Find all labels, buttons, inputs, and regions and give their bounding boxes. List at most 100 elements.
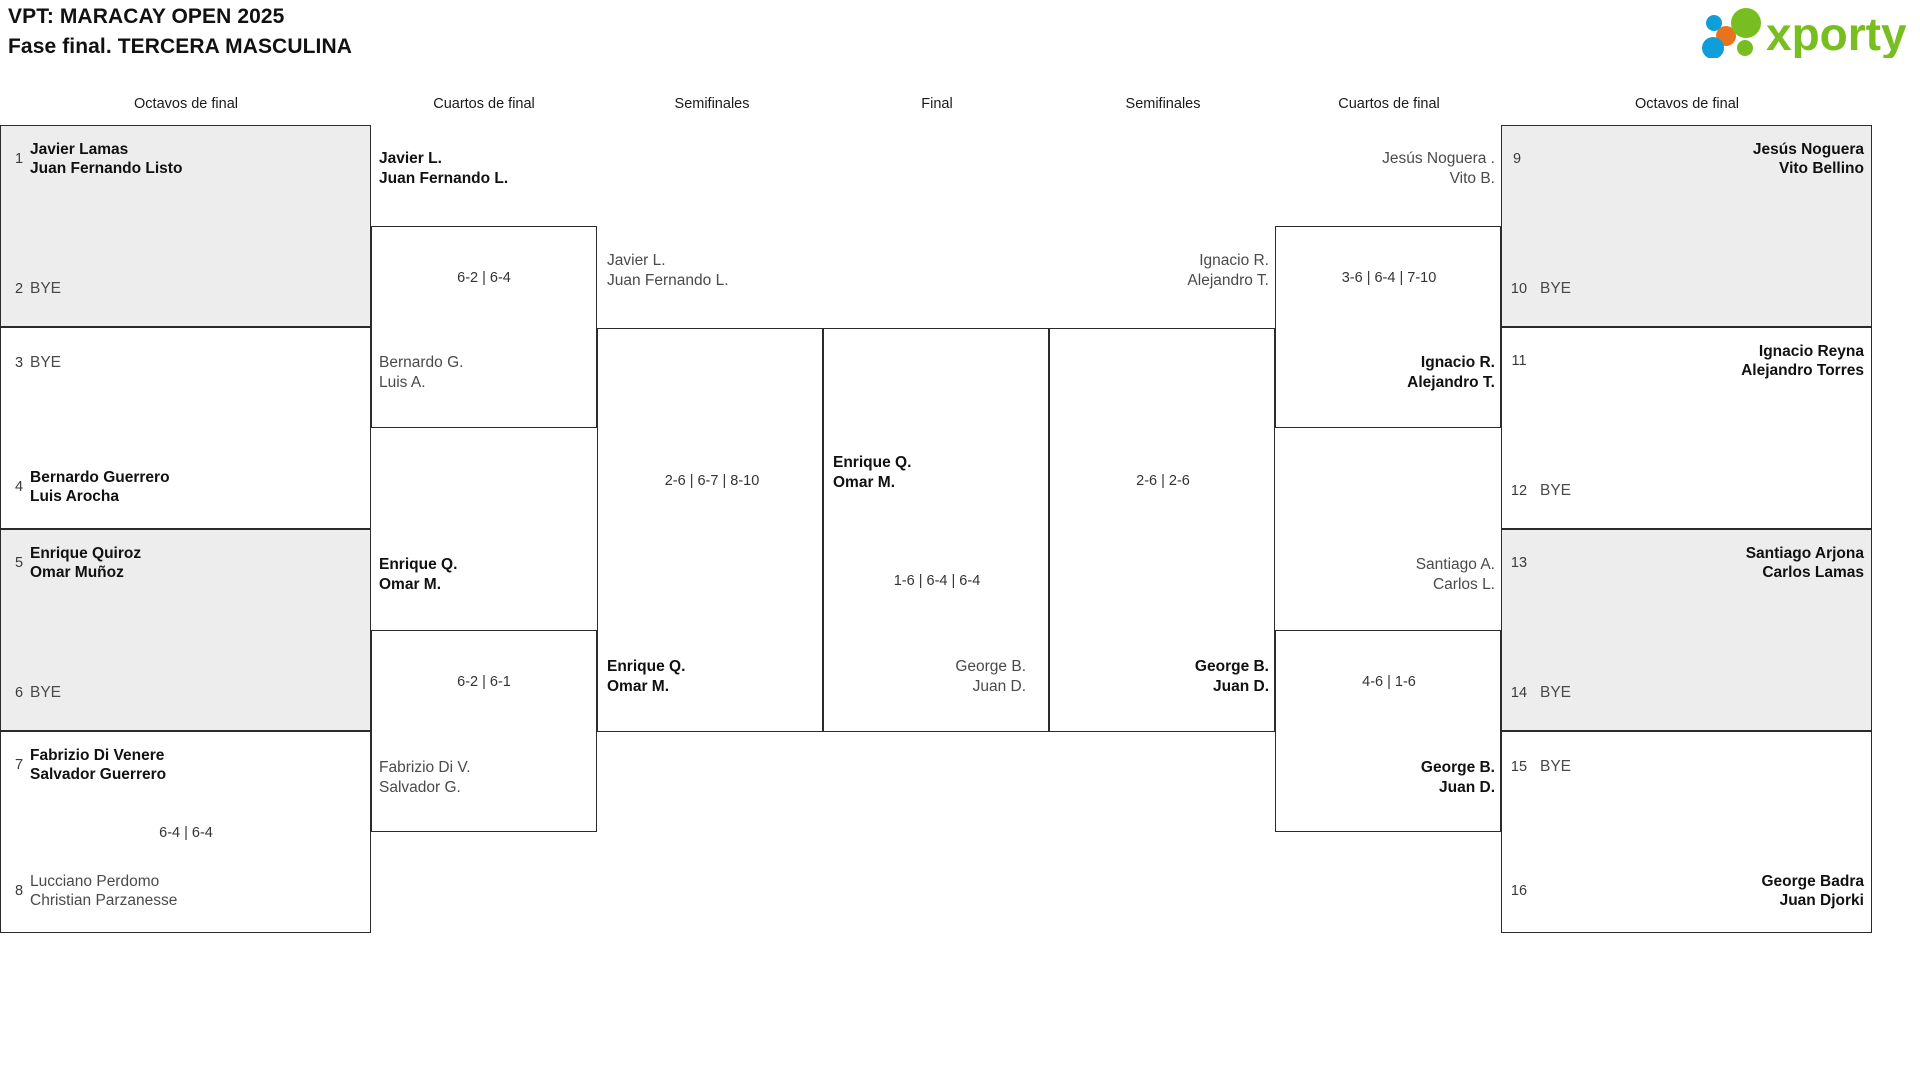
team-names: Santiago Arjona Carlos Lamas	[1745, 544, 1864, 582]
match-score: 6-4 | 6-4	[159, 825, 213, 841]
table-row[interactable]: 1 Javier Lamas Juan Fernando Listo 2 BYE	[0, 125, 371, 327]
tournament-title: VPT: MARACAY OPEN 2025	[8, 5, 285, 28]
table-row[interactable]: Santiago Arjona Carlos Lamas 13 BYE 14	[1501, 529, 1872, 731]
team-names: Bernardo Guerrero Luis Arocha	[30, 468, 170, 506]
semifinal-loser-left: Javier L. Juan Fernando L.	[607, 252, 729, 289]
match-box[interactable]	[371, 226, 597, 428]
seed-number: 5	[14, 554, 24, 571]
team-names: Javier Lamas Juan Fernando Listo	[30, 140, 183, 178]
match-score: 6-2 | 6-4	[457, 270, 511, 286]
match-box[interactable]	[1275, 630, 1501, 832]
list-item[interactable]: BYE 10	[1502, 274, 1871, 304]
seed-number: 15	[1510, 758, 1528, 775]
list-item[interactable]: 8 Lucciano Perdomo Christian Parzanesse	[1, 870, 370, 912]
team-names: Lucciano Perdomo Christian Parzanesse	[30, 872, 178, 910]
team-names: Ignacio Reyna Alejandro Torres	[1741, 342, 1864, 380]
seed-number: 14	[1510, 684, 1528, 701]
semifinal-winner-left: Enrique Q. Omar M.	[607, 658, 686, 695]
quarter-winner-right-1: Ignacio R. Alejandro T.	[1407, 354, 1495, 391]
seed-number: 9	[1512, 150, 1522, 167]
final-winner: Enrique Q. Omar M.	[833, 454, 912, 491]
seed-number: 2	[14, 280, 24, 297]
quarter-winner-left-2: Enrique Q. Omar M.	[379, 556, 458, 593]
match-score: 2-6 | 2-6	[1136, 473, 1190, 489]
match-box[interactable]	[597, 328, 823, 732]
table-row[interactable]: Ignacio Reyna Alejandro Torres 11 BYE 12	[1501, 327, 1872, 529]
seed-number: 13	[1510, 554, 1528, 571]
list-item[interactable]: George Badra Juan Djorki 16	[1502, 870, 1871, 912]
logo-dot-green-large	[1731, 8, 1761, 38]
final-runner-up: George B. Juan D.	[955, 658, 1026, 695]
list-item[interactable]: Jesús Noguera Vito Bellino 9	[1502, 138, 1871, 180]
column-header-semifinales-right: Semifinales	[1125, 96, 1201, 112]
column-header-semifinales-left: Semifinales	[674, 96, 750, 112]
bye-label: BYE	[30, 280, 62, 297]
match-score: 4-6 | 1-6	[1362, 674, 1416, 690]
xporty-logo-icon: xporty	[1702, 8, 1906, 58]
logo-dot-blue-small	[1706, 15, 1722, 31]
column-header-cuartos-right: Cuartos de final	[1338, 96, 1440, 112]
match-box[interactable]	[371, 630, 597, 832]
team-names: George Badra Juan Djorki	[1761, 872, 1864, 910]
match-score: 6-2 | 6-1	[457, 674, 511, 690]
semifinal-winner-right: George B. Juan D.	[1194, 658, 1269, 695]
table-row[interactable]: 3 BYE 4 Bernardo Guerrero Luis Arocha	[0, 327, 371, 529]
bye-label: BYE	[1540, 758, 1572, 775]
quarter-loser-left-2: Fabrizio Di V. Salvador G.	[379, 759, 471, 796]
bye-label: BYE	[1540, 684, 1572, 701]
logo-wordmark: xporty	[1766, 8, 1906, 58]
quarter-loser-left-1: Bernardo G. Luis A.	[379, 354, 464, 391]
bye-label: BYE	[30, 354, 62, 371]
list-item[interactable]: 4 Bernardo Guerrero Luis Arocha	[1, 466, 370, 508]
seed-number: 4	[14, 478, 24, 495]
seed-number: 8	[14, 882, 24, 899]
table-row[interactable]: 7 Fabrizio Di Venere Salvador Guerrero 8…	[0, 731, 371, 933]
seed-number: 10	[1510, 280, 1528, 297]
quarter-winner-left-1: Javier L. Juan Fernando L.	[379, 150, 509, 187]
semifinal-loser-right: Ignacio R. Alejandro T.	[1187, 252, 1269, 289]
match-score: 3-6 | 6-4 | 7-10	[1341, 270, 1437, 286]
logo-dot-blue-large	[1702, 37, 1724, 58]
column-header-cuartos-left: Cuartos de final	[433, 96, 535, 112]
list-item[interactable]: 2 BYE	[1, 274, 370, 304]
tournament-subtitle: Fase final. TERCERA MASCULINA	[8, 35, 352, 58]
team-names: Fabrizio Di Venere Salvador Guerrero	[30, 746, 167, 784]
seed-number: 1	[14, 150, 24, 167]
bye-label: BYE	[1540, 280, 1572, 297]
list-item[interactable]: 5 Enrique Quiroz Omar Muñoz	[1, 542, 370, 584]
logo-dot-green-small	[1737, 40, 1753, 56]
table-row[interactable]: BYE 15 George Badra Juan Djorki 16	[1501, 731, 1872, 933]
match-box[interactable]	[1275, 226, 1501, 428]
column-header-octavos-left: Octavos de final	[134, 96, 238, 112]
xporty-logo[interactable]: xporty	[1696, 6, 1906, 58]
seed-number: 3	[14, 354, 24, 371]
seed-number: 11	[1511, 352, 1527, 369]
seed-number: 16	[1510, 882, 1528, 899]
team-names: Enrique Quiroz Omar Muñoz	[30, 544, 142, 582]
bye-label: BYE	[30, 684, 62, 701]
list-item[interactable]: Ignacio Reyna Alejandro Torres 11	[1502, 340, 1871, 382]
list-item[interactable]: 6 BYE	[1, 678, 370, 708]
match-box[interactable]	[1049, 328, 1275, 732]
list-item[interactable]: 7 Fabrizio Di Venere Salvador Guerrero	[1, 744, 370, 786]
quarter-winner-right-2: George B. Juan D.	[1420, 759, 1495, 796]
page-title: VPT: MARACAY OPEN 2025 Fase final. TERCE…	[8, 2, 352, 62]
quarter-loser-right-2: Santiago A. Carlos L.	[1415, 556, 1495, 593]
list-item[interactable]: BYE 15	[1502, 752, 1871, 782]
match-score: 2-6 | 6-7 | 8-10	[664, 473, 760, 489]
final-score: 1-6 | 6-4 | 6-4	[893, 573, 981, 589]
seed-number: 12	[1510, 482, 1528, 499]
final-match-box[interactable]	[823, 328, 1049, 732]
list-item[interactable]: BYE 14	[1502, 678, 1871, 708]
table-row[interactable]: 5 Enrique Quiroz Omar Muñoz 6 BYE	[0, 529, 371, 731]
list-item[interactable]: BYE 12	[1502, 476, 1871, 506]
team-names: Jesús Noguera Vito Bellino	[1752, 140, 1864, 178]
seed-number: 6	[14, 684, 24, 701]
table-row[interactable]: Jesús Noguera Vito Bellino 9 BYE 10	[1501, 125, 1872, 327]
list-item[interactable]: 3 BYE	[1, 348, 370, 378]
list-item[interactable]: Santiago Arjona Carlos Lamas 13	[1502, 542, 1871, 584]
column-header-octavos-right: Octavos de final	[1635, 96, 1739, 112]
quarter-loser-right-1: Jesús Noguera . Vito B.	[1382, 150, 1495, 187]
list-item[interactable]: 1 Javier Lamas Juan Fernando Listo	[1, 138, 370, 180]
